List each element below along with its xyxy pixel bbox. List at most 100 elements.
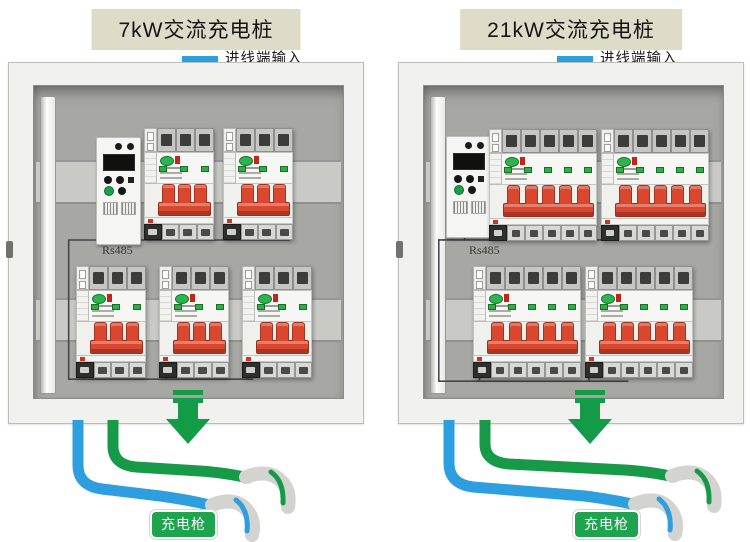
breaker-handle-block bbox=[601, 185, 709, 219]
terminal bbox=[543, 225, 561, 241]
timer-button bbox=[118, 187, 126, 195]
rating-text-lines bbox=[258, 305, 280, 307]
status-led bbox=[680, 304, 688, 310]
handle-tie-bar bbox=[158, 202, 211, 216]
breaker-row-bottom bbox=[473, 266, 693, 378]
trip-flag bbox=[273, 294, 278, 302]
terminal bbox=[159, 362, 177, 378]
breaker-foot bbox=[242, 356, 312, 362]
phase-led-row bbox=[616, 167, 704, 173]
terminal bbox=[674, 266, 693, 290]
status-led bbox=[159, 166, 167, 172]
charging-gun-connector bbox=[665, 465, 722, 513]
terminal bbox=[559, 129, 578, 153]
terminal bbox=[675, 362, 693, 378]
terminal bbox=[502, 129, 521, 153]
breaker-handle bbox=[524, 185, 538, 204]
terminal bbox=[161, 224, 179, 240]
output-arrow-icon bbox=[166, 390, 210, 444]
circuit-breaker bbox=[473, 266, 581, 378]
circuit-breaker bbox=[601, 129, 709, 241]
status-led bbox=[259, 166, 267, 172]
rating-text-lines bbox=[489, 305, 511, 307]
panel-21kw: 21kW交流充电桩 进线端输入 bbox=[375, 0, 750, 542]
terminal bbox=[76, 362, 94, 378]
breaker-handle bbox=[559, 185, 573, 204]
handle-tie-bar bbox=[90, 340, 143, 354]
terminal bbox=[258, 224, 276, 240]
breaker-foot bbox=[223, 218, 293, 224]
rating-text-lines bbox=[617, 168, 639, 170]
handle-tie-bar bbox=[615, 203, 706, 217]
terminal bbox=[619, 225, 637, 241]
status-led bbox=[238, 166, 246, 172]
rs485-label: Rs485 bbox=[102, 243, 133, 257]
status-led bbox=[568, 304, 576, 310]
breaker-foot bbox=[601, 219, 709, 225]
terminal bbox=[690, 129, 709, 153]
phase-led-row bbox=[488, 304, 576, 310]
breaker-handle bbox=[653, 185, 667, 204]
cabinet-hinge-bar bbox=[40, 96, 56, 394]
breaker-handle bbox=[543, 322, 557, 341]
timer-button bbox=[468, 186, 476, 194]
breaker-faceplate bbox=[157, 152, 214, 184]
terminal bbox=[509, 362, 527, 378]
terminal bbox=[255, 128, 274, 152]
terminal bbox=[223, 224, 241, 240]
breaker-handle bbox=[636, 185, 650, 204]
terminal bbox=[524, 266, 543, 290]
status-led bbox=[257, 304, 265, 310]
terminal bbox=[491, 362, 509, 378]
terminal bbox=[275, 224, 293, 240]
circuit-breaker bbox=[242, 266, 312, 378]
breaker-side-strip bbox=[144, 152, 157, 184]
circuit-breaker bbox=[159, 266, 229, 378]
terminal bbox=[111, 362, 129, 378]
status-led bbox=[696, 167, 704, 173]
rating-text-lines bbox=[160, 167, 182, 169]
terminal bbox=[157, 128, 176, 152]
status-led bbox=[180, 166, 188, 172]
terminal bbox=[657, 362, 675, 378]
rating-text-lines bbox=[601, 305, 623, 307]
phase-led-row bbox=[504, 167, 592, 173]
breaker-handle bbox=[560, 322, 574, 341]
breaker-handle bbox=[177, 184, 191, 203]
status-led bbox=[656, 167, 664, 173]
breaker-handle-block bbox=[223, 184, 293, 218]
charging-gun-connector bbox=[239, 466, 296, 514]
breaker-handle bbox=[525, 322, 539, 341]
breaker-handle bbox=[273, 184, 287, 203]
charging-cables bbox=[443, 420, 722, 541]
terminal bbox=[673, 225, 691, 241]
breaker-left-module bbox=[76, 266, 89, 290]
terminal bbox=[561, 225, 579, 241]
cabinet-hinge-bar bbox=[430, 96, 446, 394]
trip-indicator bbox=[227, 219, 232, 223]
terminal bbox=[128, 362, 146, 378]
terminal bbox=[93, 362, 111, 378]
status-led bbox=[112, 304, 120, 310]
power-led bbox=[175, 294, 189, 304]
handle-tie-bar bbox=[503, 203, 594, 217]
breaker-handle bbox=[256, 184, 270, 203]
terminal bbox=[210, 266, 229, 290]
status-led bbox=[616, 167, 624, 173]
phase-led-row bbox=[174, 304, 224, 310]
timer-display bbox=[452, 153, 485, 170]
terminal bbox=[540, 129, 559, 153]
terminal bbox=[655, 225, 673, 241]
trip-indicator bbox=[246, 357, 251, 361]
timer-label-stickers bbox=[103, 202, 136, 215]
cabinet-hinge-tab bbox=[6, 241, 13, 258]
trip-flag bbox=[190, 294, 195, 302]
status-led bbox=[504, 167, 512, 173]
breaker-left-module bbox=[585, 266, 598, 290]
status-led bbox=[640, 304, 648, 310]
panel-title: 21kW交流充电桩 bbox=[460, 9, 682, 50]
panel-title: 7kW交流充电桩 bbox=[91, 9, 301, 50]
breaker-handle bbox=[259, 322, 273, 341]
terminal bbox=[639, 362, 657, 378]
breaker-left-module bbox=[489, 129, 502, 153]
